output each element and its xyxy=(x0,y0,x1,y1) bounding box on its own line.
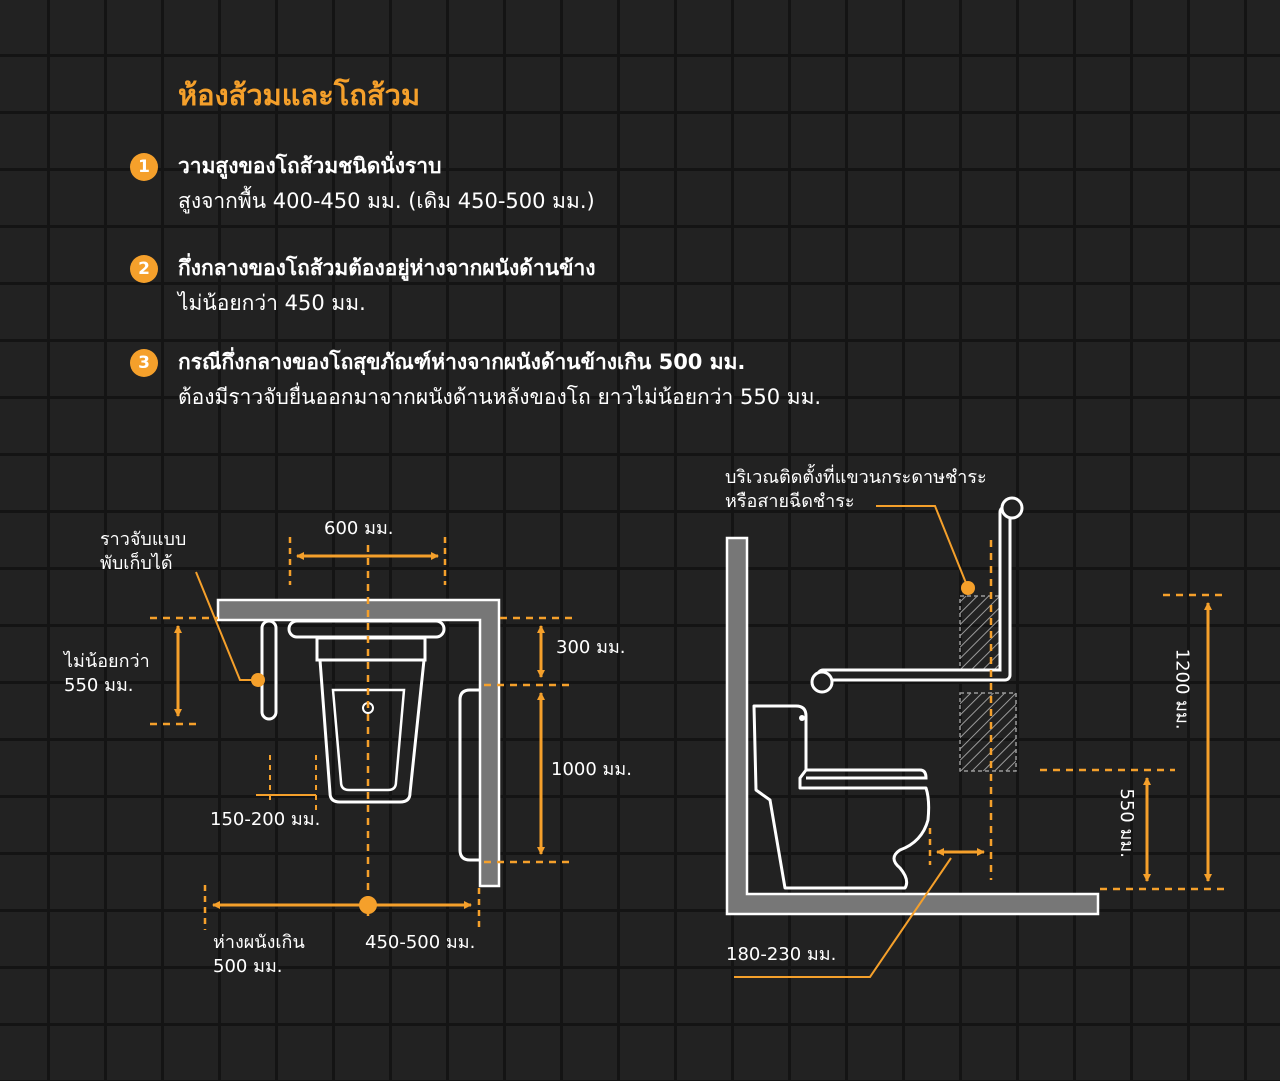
elevation-wall xyxy=(725,536,1100,916)
dim-180-230-label: 180-230 มม. xyxy=(726,944,837,965)
min-550-label-line2: 550 มม. xyxy=(64,675,134,697)
rule-number-badge: 3 xyxy=(130,349,158,377)
dim-1000-label: 1000 มม. xyxy=(551,759,632,780)
dim-elev-550-label: 550 มม. xyxy=(1115,788,1137,858)
rear-grab-bar-icon xyxy=(287,619,446,639)
dim-600-label: 600 มม. xyxy=(324,518,394,539)
rule-heading: วามสูงของโถส้วมชนิดนั่งราบ xyxy=(178,154,442,178)
rule-heading: กึ่งกลางของโถส้วมต้องอยู่ห่างจากผนังด้าน… xyxy=(178,256,596,280)
folding-rail-label: ราวจับแบบ พับเก็บได้ xyxy=(100,528,186,577)
plan-view xyxy=(150,537,575,930)
far-wall-label: ห่างผนังเกิน 500 มม. xyxy=(213,931,305,980)
dim-300-label: 300 มม. xyxy=(556,637,626,658)
toilet-tank-icon xyxy=(315,636,427,662)
folding-rail-label-line1: ราวจับแบบ xyxy=(100,529,187,550)
rule-detail: ต้องมีราวจับยื่นออกมาจากผนังด้านหลังของโ… xyxy=(178,385,822,409)
far-wall-label-line2: 500 มม. xyxy=(213,956,283,978)
rule-detail: ไม่น้อยกว่า 450 มม. xyxy=(178,291,366,315)
paper-area-label-line1: บริเวณติดตั้งที่แขวนกระดาษชำระ xyxy=(725,467,987,488)
dim-450-500-label: 450-500 มม. xyxy=(365,932,476,953)
min-550-label: ไม่น้อยกว่า 550 มม. xyxy=(64,650,150,699)
paper-area-label-line2: หรือสายฉีดชำระ xyxy=(725,491,855,513)
toilet-bowl-icon xyxy=(318,658,426,804)
folding-rail-label-line2: พับเก็บได้ xyxy=(100,553,173,575)
min-550-label-line1: ไม่น้อยกว่า xyxy=(64,651,150,672)
rule-number-badge: 2 xyxy=(130,255,158,283)
dim-150-200-label: 150-200 มม. xyxy=(210,809,321,830)
side-grab-bar-icon xyxy=(458,688,479,862)
page-title: ห้องส้วมและโถส้วม xyxy=(178,78,421,112)
far-wall-label-line1: ห่างผนังเกิน xyxy=(213,932,305,953)
bidet-spray-zone xyxy=(959,692,1017,772)
plan-wall xyxy=(216,598,501,888)
folding-rail-icon xyxy=(260,619,278,721)
rule-number-badge: 1 xyxy=(130,153,158,181)
rule-heading: กรณีกึ่งกลางของโถสุขภัณฑ์ห่างจากผนังด้าน… xyxy=(178,350,746,374)
rule-detail: สูงจากพื้น 400-450 มม. (เดิม 450-500 มม.… xyxy=(178,189,595,213)
elevation-view xyxy=(725,496,1228,978)
paper-holder-zone xyxy=(959,595,1005,672)
dim-1200-label: 1200 มม. xyxy=(1171,648,1193,730)
toilet-side-icon xyxy=(752,704,931,890)
paper-area-label: บริเวณติดตั้งที่แขวนกระดาษชำระ หรือสายฉี… xyxy=(725,466,987,515)
